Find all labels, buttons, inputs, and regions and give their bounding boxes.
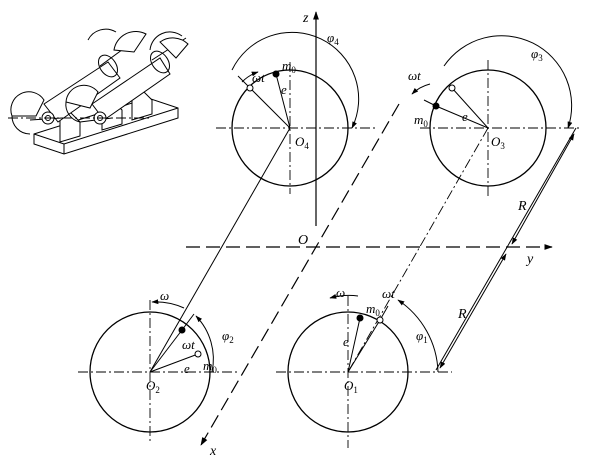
axis-y-label: y [525, 252, 534, 267]
angle-label-1: ωt [382, 286, 395, 301]
omega-label-1: ω [336, 285, 345, 300]
eccentricity-label-2: e [184, 361, 190, 376]
eccentricity-label-3: e [462, 109, 468, 124]
eccentricity-label-4: e [281, 82, 287, 97]
mass-initial-marker-2 [194, 350, 202, 358]
angle-label-4: ωt [252, 70, 265, 85]
omega-label-2: ω [160, 288, 169, 303]
eccentricity-label-1: e [343, 334, 349, 349]
center-o3-label: O3 [491, 134, 505, 151]
mass-marker-3 [432, 102, 440, 110]
dimension-r: R R [435, 127, 577, 371]
rotor-circle-3: O3 φ3 m0 e ωt [408, 35, 580, 196]
motor-assembly-sketch-icon [8, 28, 189, 155]
rotor-circle-4: O4 φ4 m0 e ωt [216, 30, 378, 194]
axis-y: y [186, 244, 553, 267]
rotor-circle-1: O1 φ1 m0 e ωt ω [276, 285, 452, 448]
mass-label-2: m0 [203, 358, 217, 375]
origin-label: O [298, 233, 308, 248]
mass-marker-4 [272, 70, 280, 78]
dimension-r-label-lower: R [457, 307, 467, 322]
angle-label-2: ωt [182, 337, 195, 352]
center-o2-label: O2 [146, 378, 160, 395]
mass-initial-marker-4 [246, 84, 254, 92]
axis-z: z [302, 11, 319, 226]
axis-z-label: z [302, 11, 309, 26]
rotor-circle-2: O2 φ2 m0 e ωt ω [78, 288, 238, 444]
mass-label-3: m0 [414, 112, 428, 129]
connector-o4-o2 [149, 127, 291, 373]
axis-x-label: x [209, 444, 217, 459]
axis-x: x [200, 103, 400, 459]
connector-o3-o1 [347, 127, 489, 373]
phi2-label: φ2 [222, 328, 234, 345]
phi1-label: φ1 [416, 328, 428, 345]
mass-label-1: m0 [366, 301, 380, 318]
mass-label-4: m0 [282, 58, 296, 75]
mass-marker-2 [178, 326, 186, 334]
center-o1-label: O1 [344, 378, 358, 395]
phi4-label: φ4 [327, 30, 339, 47]
mass-initial-marker-3 [448, 84, 456, 92]
mass-initial-marker-1 [376, 316, 384, 324]
dimension-r-label-upper: R [517, 199, 527, 214]
angle-label-3: ωt [408, 68, 421, 83]
phi3-label: φ3 [531, 46, 543, 63]
mass-marker-1 [356, 314, 364, 322]
center-o4-label: O4 [295, 134, 309, 151]
